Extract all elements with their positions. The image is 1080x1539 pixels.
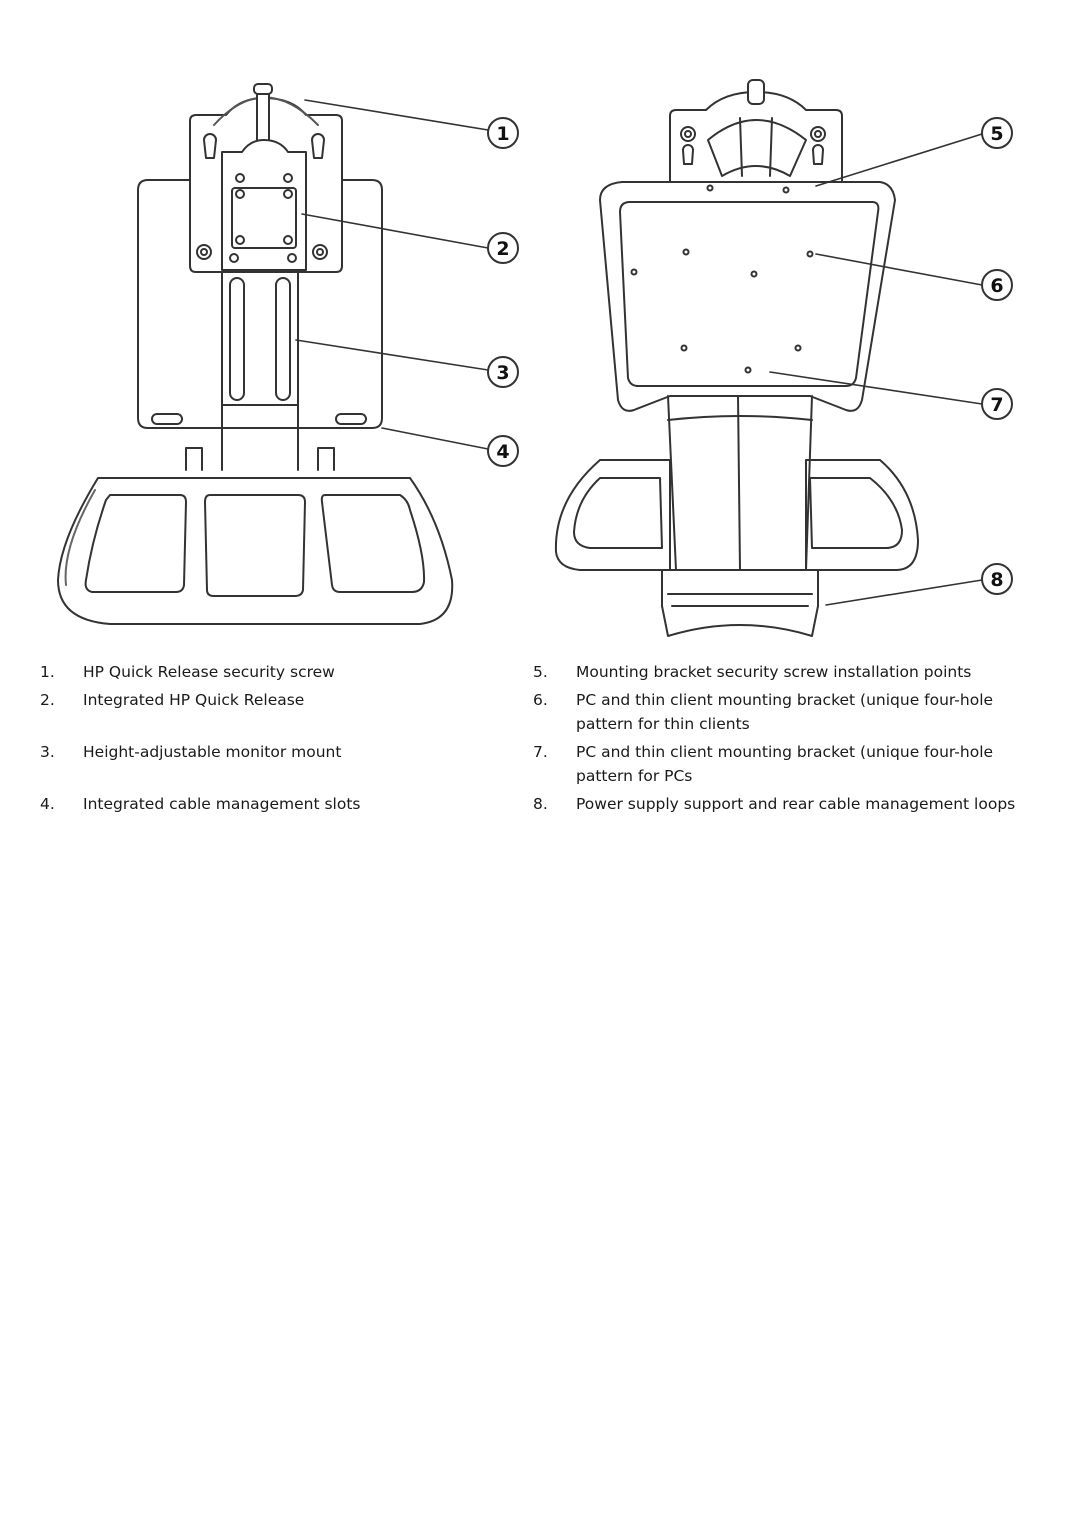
legend-number: 3. — [40, 743, 55, 761]
legend-number: 5. — [533, 663, 548, 681]
callout-circle-2 — [487, 232, 519, 264]
legend-left: 1. HP Quick Release security screw 2. In… — [40, 660, 480, 820]
callout-number-2: 2 — [496, 238, 509, 260]
legend-number: 8. — [533, 795, 548, 813]
legend-number: 7. — [533, 743, 548, 761]
callout-circle-3 — [487, 356, 519, 388]
rear-view-stand — [554, 79, 919, 637]
legend-text: Height-adjustable monitor mount — [83, 743, 342, 761]
legend-number: 4. — [40, 795, 55, 813]
legend-item-7: 7. PC and thin client mounting bracket (… — [533, 740, 1033, 788]
callout-number-6: 6 — [990, 275, 1003, 297]
callout-circle-8 — [981, 563, 1013, 595]
callout-circle-1 — [487, 117, 519, 149]
legend-item-2: 2. Integrated HP Quick Release — [40, 688, 480, 712]
callout-number-1: 1 — [496, 123, 509, 145]
legend-item-1: 1. HP Quick Release security screw — [40, 660, 480, 684]
front-view-stand — [57, 83, 454, 625]
legend-number: 1. — [40, 663, 55, 681]
legend-item-5: 5. Mounting bracket security screw insta… — [533, 660, 1033, 684]
legend-text: Power supply support and rear cable mana… — [576, 795, 1016, 813]
legend-item-4: 4. Integrated cable management slots — [40, 792, 480, 816]
callout-circle-4 — [487, 435, 519, 467]
legend-item-8: 8. Power supply support and rear cable m… — [533, 792, 1033, 816]
stand-diagram: 1 2 3 4 5 6 7 8 — [57, 79, 1013, 637]
callout-number-4: 4 — [496, 441, 509, 463]
leader-lines — [295, 99, 983, 606]
legend-item-3: 3. Height-adjustable monitor mount — [40, 740, 480, 764]
legend-text: Integrated HP Quick Release — [83, 691, 305, 709]
callout-circle-6 — [981, 269, 1013, 301]
callout-number-5: 5 — [990, 123, 1003, 145]
legend-text: HP Quick Release security screw — [83, 663, 335, 681]
legend-text: PC and thin client mounting bracket (uni… — [576, 691, 994, 733]
legend-right: 5. Mounting bracket security screw insta… — [533, 660, 1033, 820]
legend-text: PC and thin client mounting bracket (uni… — [576, 743, 994, 785]
legend-number: 2. — [40, 691, 55, 709]
legend-text: Integrated cable management slots — [83, 795, 361, 813]
callout-number-8: 8 — [990, 569, 1003, 591]
legend-item-6: 6. PC and thin client mounting bracket (… — [533, 688, 1033, 736]
legend-number: 6. — [533, 691, 548, 709]
callout-number-7: 7 — [990, 394, 1003, 416]
callout-circle-5 — [981, 117, 1013, 149]
callout-number-3: 3 — [496, 362, 509, 384]
legend-text: Mounting bracket security screw installa… — [576, 663, 972, 681]
callout-circle-7 — [981, 388, 1013, 420]
